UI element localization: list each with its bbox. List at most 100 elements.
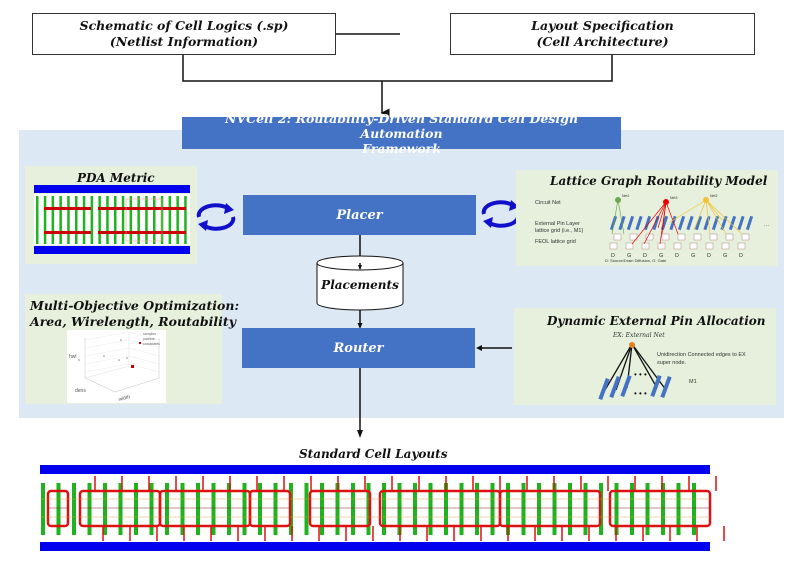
poly-gate: [413, 483, 417, 535]
net-node: [703, 197, 709, 203]
poly-gate: [351, 483, 355, 535]
feol-node: [609, 242, 618, 250]
schematic-input-box: Schematic of Cell Logics (.sp) (Netlist …: [32, 13, 336, 55]
feol-node: [629, 233, 638, 241]
m1-track: [677, 215, 686, 231]
depa-note-line2: super node.: [657, 360, 687, 366]
pda-layout-diagram: [34, 185, 190, 254]
feol-node: [657, 242, 666, 250]
poly-gate: [583, 483, 588, 535]
grid-line: [84, 363, 130, 373]
grid-line: [84, 331, 130, 341]
m1-track: [686, 215, 694, 231]
rail-top: [34, 185, 190, 193]
y-axis-label: width: [118, 394, 131, 403]
layout-spec-line1: Layout Specification: [531, 18, 674, 33]
dots-upper: • • •: [634, 370, 647, 379]
legend-entry: samples: [143, 332, 156, 336]
grid-line: [128, 355, 160, 365]
m1-track: [737, 215, 745, 231]
poly-gate: [134, 483, 138, 535]
feol-node: [673, 242, 682, 250]
metal-strip-bottom: [71, 231, 91, 234]
poly-gate: [242, 483, 247, 535]
poly-gate: [137, 196, 140, 244]
poly-gate: [72, 483, 76, 535]
metal-strip-bottom: [98, 231, 186, 234]
grid-line: [84, 355, 130, 365]
metal-strip-top: [98, 207, 186, 210]
moo-title-line2: Area, Wirelength, Routability: [30, 314, 236, 329]
poly-gate: [382, 483, 386, 535]
legend-marker: [139, 342, 141, 344]
poly-gate: [366, 483, 371, 535]
dots-lower: • • •: [634, 389, 647, 398]
net-edge: [693, 199, 707, 231]
candidate-point: [131, 365, 134, 368]
plot-axes: [84, 365, 130, 379]
poly-gate: [90, 196, 94, 244]
m1-track: [635, 215, 643, 231]
plot-axes: [84, 338, 160, 393]
power-rail-top: [40, 465, 710, 474]
depa-title: Dynamic External Pin Allocation: [547, 314, 766, 328]
poly-gate: [176, 196, 179, 244]
feol-node: [641, 242, 650, 250]
poly-gate: [56, 483, 61, 535]
schematic-line1: Schematic of Cell Logics (.sp): [79, 18, 289, 33]
net-edge: [705, 199, 723, 221]
net-edge: [611, 199, 619, 235]
pda-metric-title: PDA Metric: [77, 171, 155, 185]
m1-track: [728, 215, 737, 231]
poly-gate: [165, 483, 169, 535]
poly-gate: [537, 483, 541, 535]
poly-gate: [273, 483, 278, 535]
metal-route: [308, 489, 372, 528]
metal-route: [608, 489, 712, 528]
net-edge: [669, 199, 707, 223]
m1-track: [626, 215, 635, 231]
metal-route: [498, 489, 602, 528]
poly-gate: [397, 483, 402, 535]
connector-spec-down: [382, 55, 613, 82]
poly-gate: [103, 483, 107, 535]
z-axis-label: hwl: [69, 354, 77, 360]
feol-node: [737, 242, 746, 250]
column-label: G: [627, 253, 631, 259]
m1-track: [694, 215, 703, 231]
layout-spec-input-box: Layout Specification (Cell Architecture): [450, 13, 755, 55]
schematic-line2: (Netlist Information): [109, 34, 259, 49]
feol-node: [741, 233, 750, 241]
grid-line: [128, 339, 160, 349]
poly-gate: [630, 483, 634, 535]
label-feol: FEOL lattice grid: [535, 239, 576, 245]
feol-node: [705, 242, 714, 250]
poly-gate: [521, 483, 526, 535]
sample-point: [120, 339, 122, 341]
power-rail-bottom: [40, 542, 710, 551]
poly-gate: [568, 483, 572, 535]
poly-gate: [184, 196, 187, 244]
feol-node: [677, 233, 686, 241]
legend-entry: candidates: [143, 342, 160, 346]
poly-gate: [51, 196, 55, 244]
moo-panel: Multi-Objective Optimization: Area, Wire…: [25, 294, 239, 404]
m1-track: [720, 215, 728, 231]
net-edge: [657, 201, 667, 229]
highlight-region: [125, 198, 163, 242]
poly-gate: [145, 196, 148, 244]
m1-track: [609, 215, 618, 231]
input-connectors: [182, 33, 613, 118]
metal-strip-top: [71, 207, 91, 210]
poly-gate: [304, 483, 309, 535]
column-label: D: [611, 253, 615, 259]
poly-gate: [459, 483, 464, 535]
net-label: Net3: [670, 196, 677, 200]
poly-gate: [153, 196, 156, 244]
feol-node: [693, 233, 702, 241]
framework-title-line1: NVCell 2: Routability-Driven Standard Ce…: [225, 110, 578, 141]
depa-diagram: • • • • • •: [598, 342, 672, 401]
feol-node: [613, 233, 622, 241]
poly-gate: [43, 196, 47, 244]
